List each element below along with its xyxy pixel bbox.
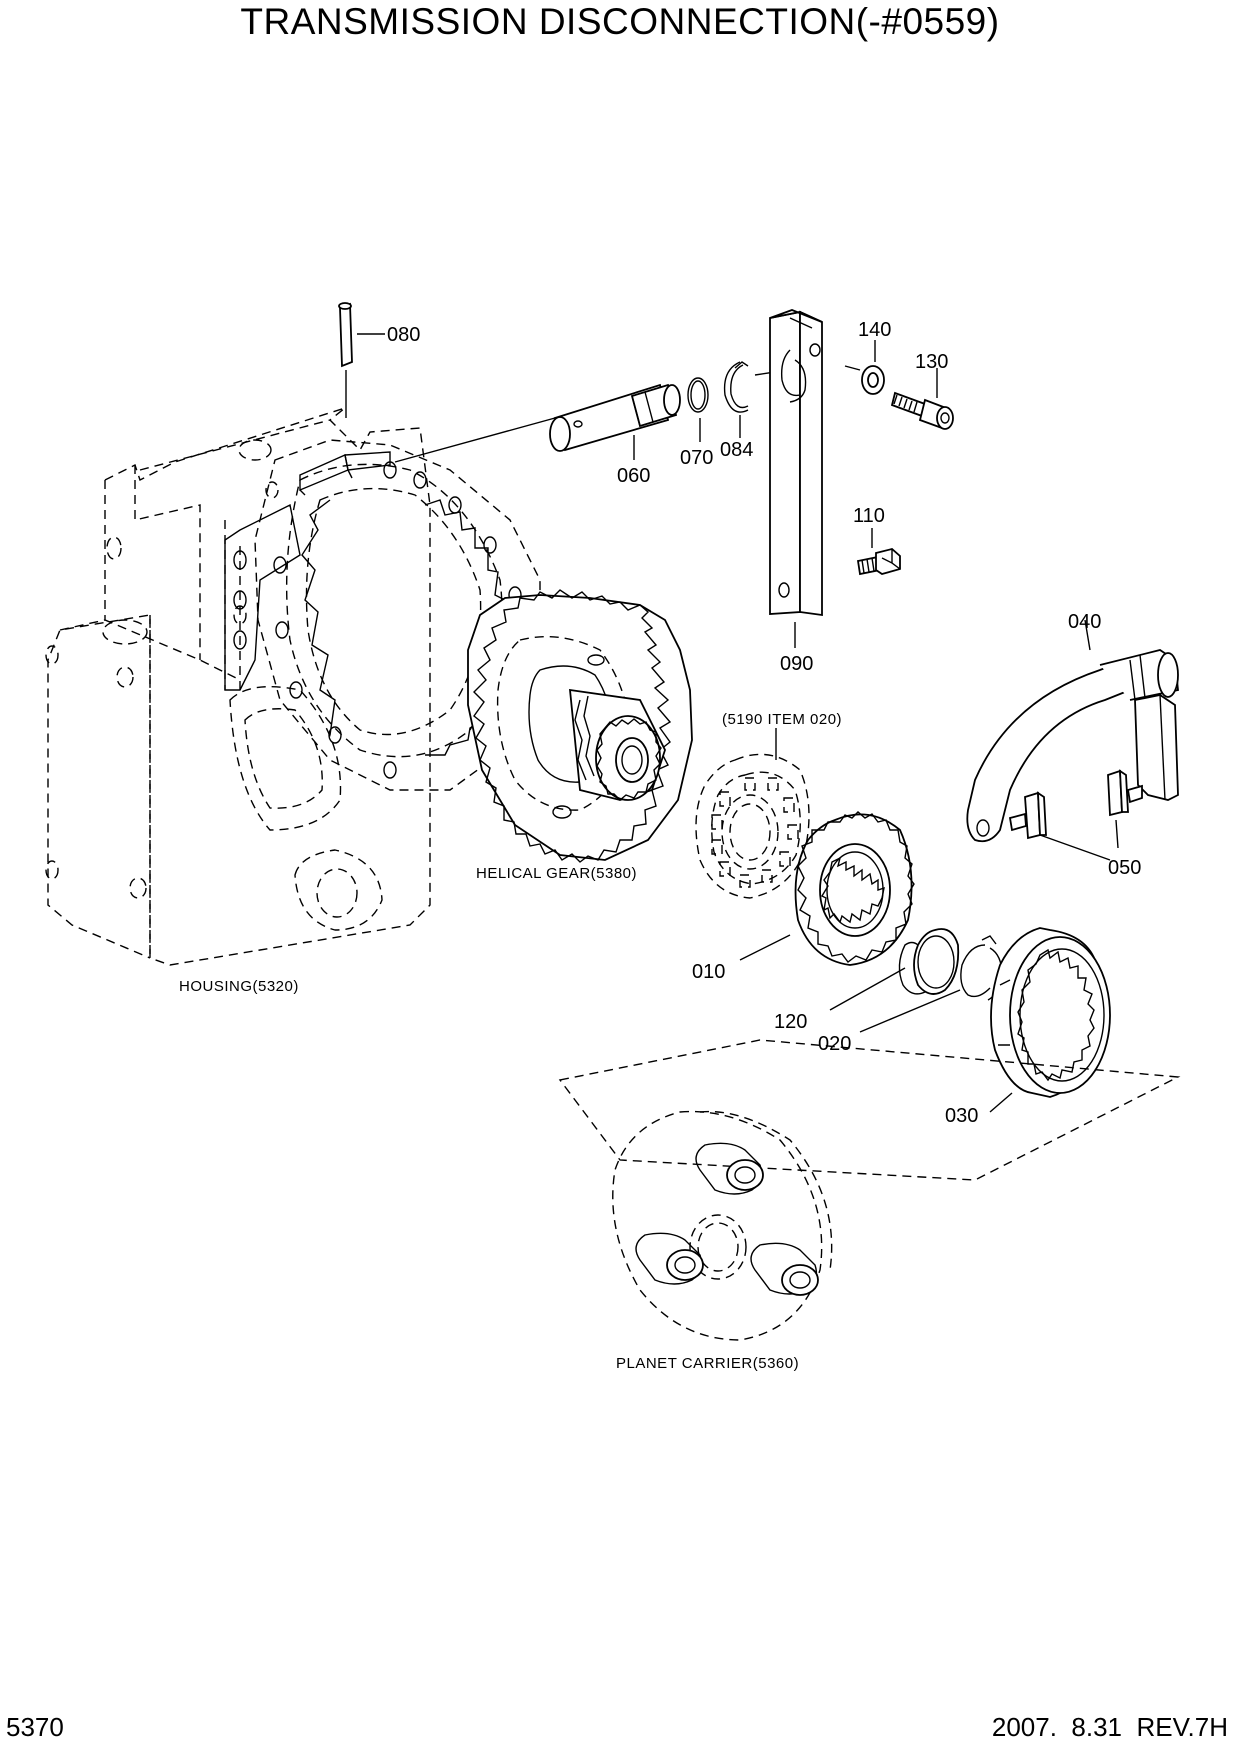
label-120: 120 bbox=[774, 1011, 807, 1033]
pin-080 bbox=[338, 302, 385, 418]
part-number-labels: 080 060 070 084 140 130 110 090 040 050 … bbox=[387, 319, 1141, 1127]
caption-bearing-ref: (5190 ITEM 020) bbox=[722, 711, 842, 728]
label-084: 084 bbox=[720, 439, 753, 461]
washer-140 bbox=[844, 340, 885, 395]
caption-housing: HOUSING(5320) bbox=[179, 978, 299, 995]
label-070: 070 bbox=[680, 447, 713, 469]
assembly-captions: HOUSING(5320) HELICAL GEAR(5380) (5190 I… bbox=[179, 711, 842, 1372]
planet-carrier bbox=[558, 1039, 1181, 1341]
label-040: 040 bbox=[1068, 611, 1101, 633]
bolt-130 bbox=[890, 368, 954, 430]
bolt-110 bbox=[856, 528, 901, 576]
shim-120 bbox=[829, 928, 960, 1011]
bearing-rollers bbox=[711, 777, 799, 888]
revision-date: 2007. 8.31 REV.7H bbox=[991, 1712, 1228, 1742]
label-090: 090 bbox=[780, 653, 813, 675]
caption-helical-gear: HELICAL GEAR(5380) bbox=[476, 865, 637, 882]
label-140: 140 bbox=[858, 319, 891, 341]
page-code: 5370 bbox=[6, 1712, 64, 1742]
label-080: 080 bbox=[387, 324, 420, 346]
page-title: TRANSMISSION DISCONNECTION(-#0559) bbox=[240, 1, 1000, 42]
lever-090 bbox=[769, 309, 823, 648]
label-130: 130 bbox=[915, 351, 948, 373]
label-010: 010 bbox=[692, 961, 725, 983]
o-ring-070 bbox=[687, 377, 709, 442]
shaft-060 bbox=[394, 383, 681, 463]
label-060: 060 bbox=[617, 465, 650, 487]
bearing bbox=[695, 728, 810, 899]
splined-hub-010 bbox=[739, 811, 915, 966]
sleeve-030 bbox=[989, 927, 1111, 1113]
housing bbox=[45, 407, 431, 966]
caption-planet-carrier: PLANET CARRIER(5360) bbox=[616, 1355, 799, 1372]
sliding-blocks-050 bbox=[1008, 769, 1143, 861]
ring-gear-bolt-holes bbox=[233, 461, 522, 779]
label-110: 110 bbox=[853, 505, 885, 527]
helical-gear bbox=[467, 589, 693, 863]
label-020: 020 bbox=[818, 1033, 851, 1055]
label-030: 030 bbox=[945, 1105, 978, 1127]
label-050: 050 bbox=[1108, 857, 1141, 879]
shift-fork-040 bbox=[966, 619, 1179, 843]
